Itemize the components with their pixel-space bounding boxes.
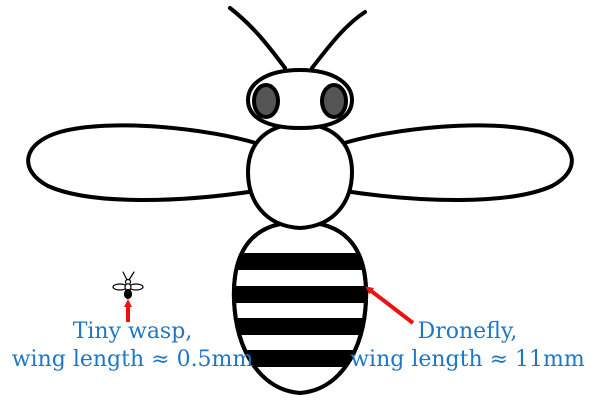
- dronefly-left-wing: [28, 125, 262, 200]
- wasp-left-antenna: [123, 272, 127, 280]
- dronefly-right-eye: [322, 85, 346, 117]
- dronefly-thorax: [248, 124, 352, 228]
- tiny-wasp-caption: Tiny wasp, wing length ≈ 0.5mm: [0, 318, 265, 374]
- dronefly-caption-line-2: wing length ≈ 11mm: [340, 346, 595, 374]
- abdomen-stripe-2: [220, 286, 380, 303]
- dronefly-right-wing: [338, 125, 572, 200]
- dronefly-left-antenna: [230, 8, 285, 68]
- dronefly-caption: Dronefly, wing length ≈ 11mm: [340, 318, 595, 374]
- wasp-right-antenna: [129, 272, 134, 280]
- tiny-wasp-illustration: [113, 272, 143, 299]
- abdomen-stripe-1: [220, 253, 380, 270]
- dronefly-left-eye: [254, 85, 278, 117]
- tiny-wasp-caption-line-2: wing length ≈ 0.5mm: [0, 346, 265, 374]
- dronefly-right-antenna: [312, 12, 365, 68]
- wasp-abdomen: [125, 290, 132, 299]
- dronefly-caption-line-1: Dronefly,: [340, 318, 595, 346]
- tiny-wasp-caption-line-1: Tiny wasp,: [0, 318, 265, 346]
